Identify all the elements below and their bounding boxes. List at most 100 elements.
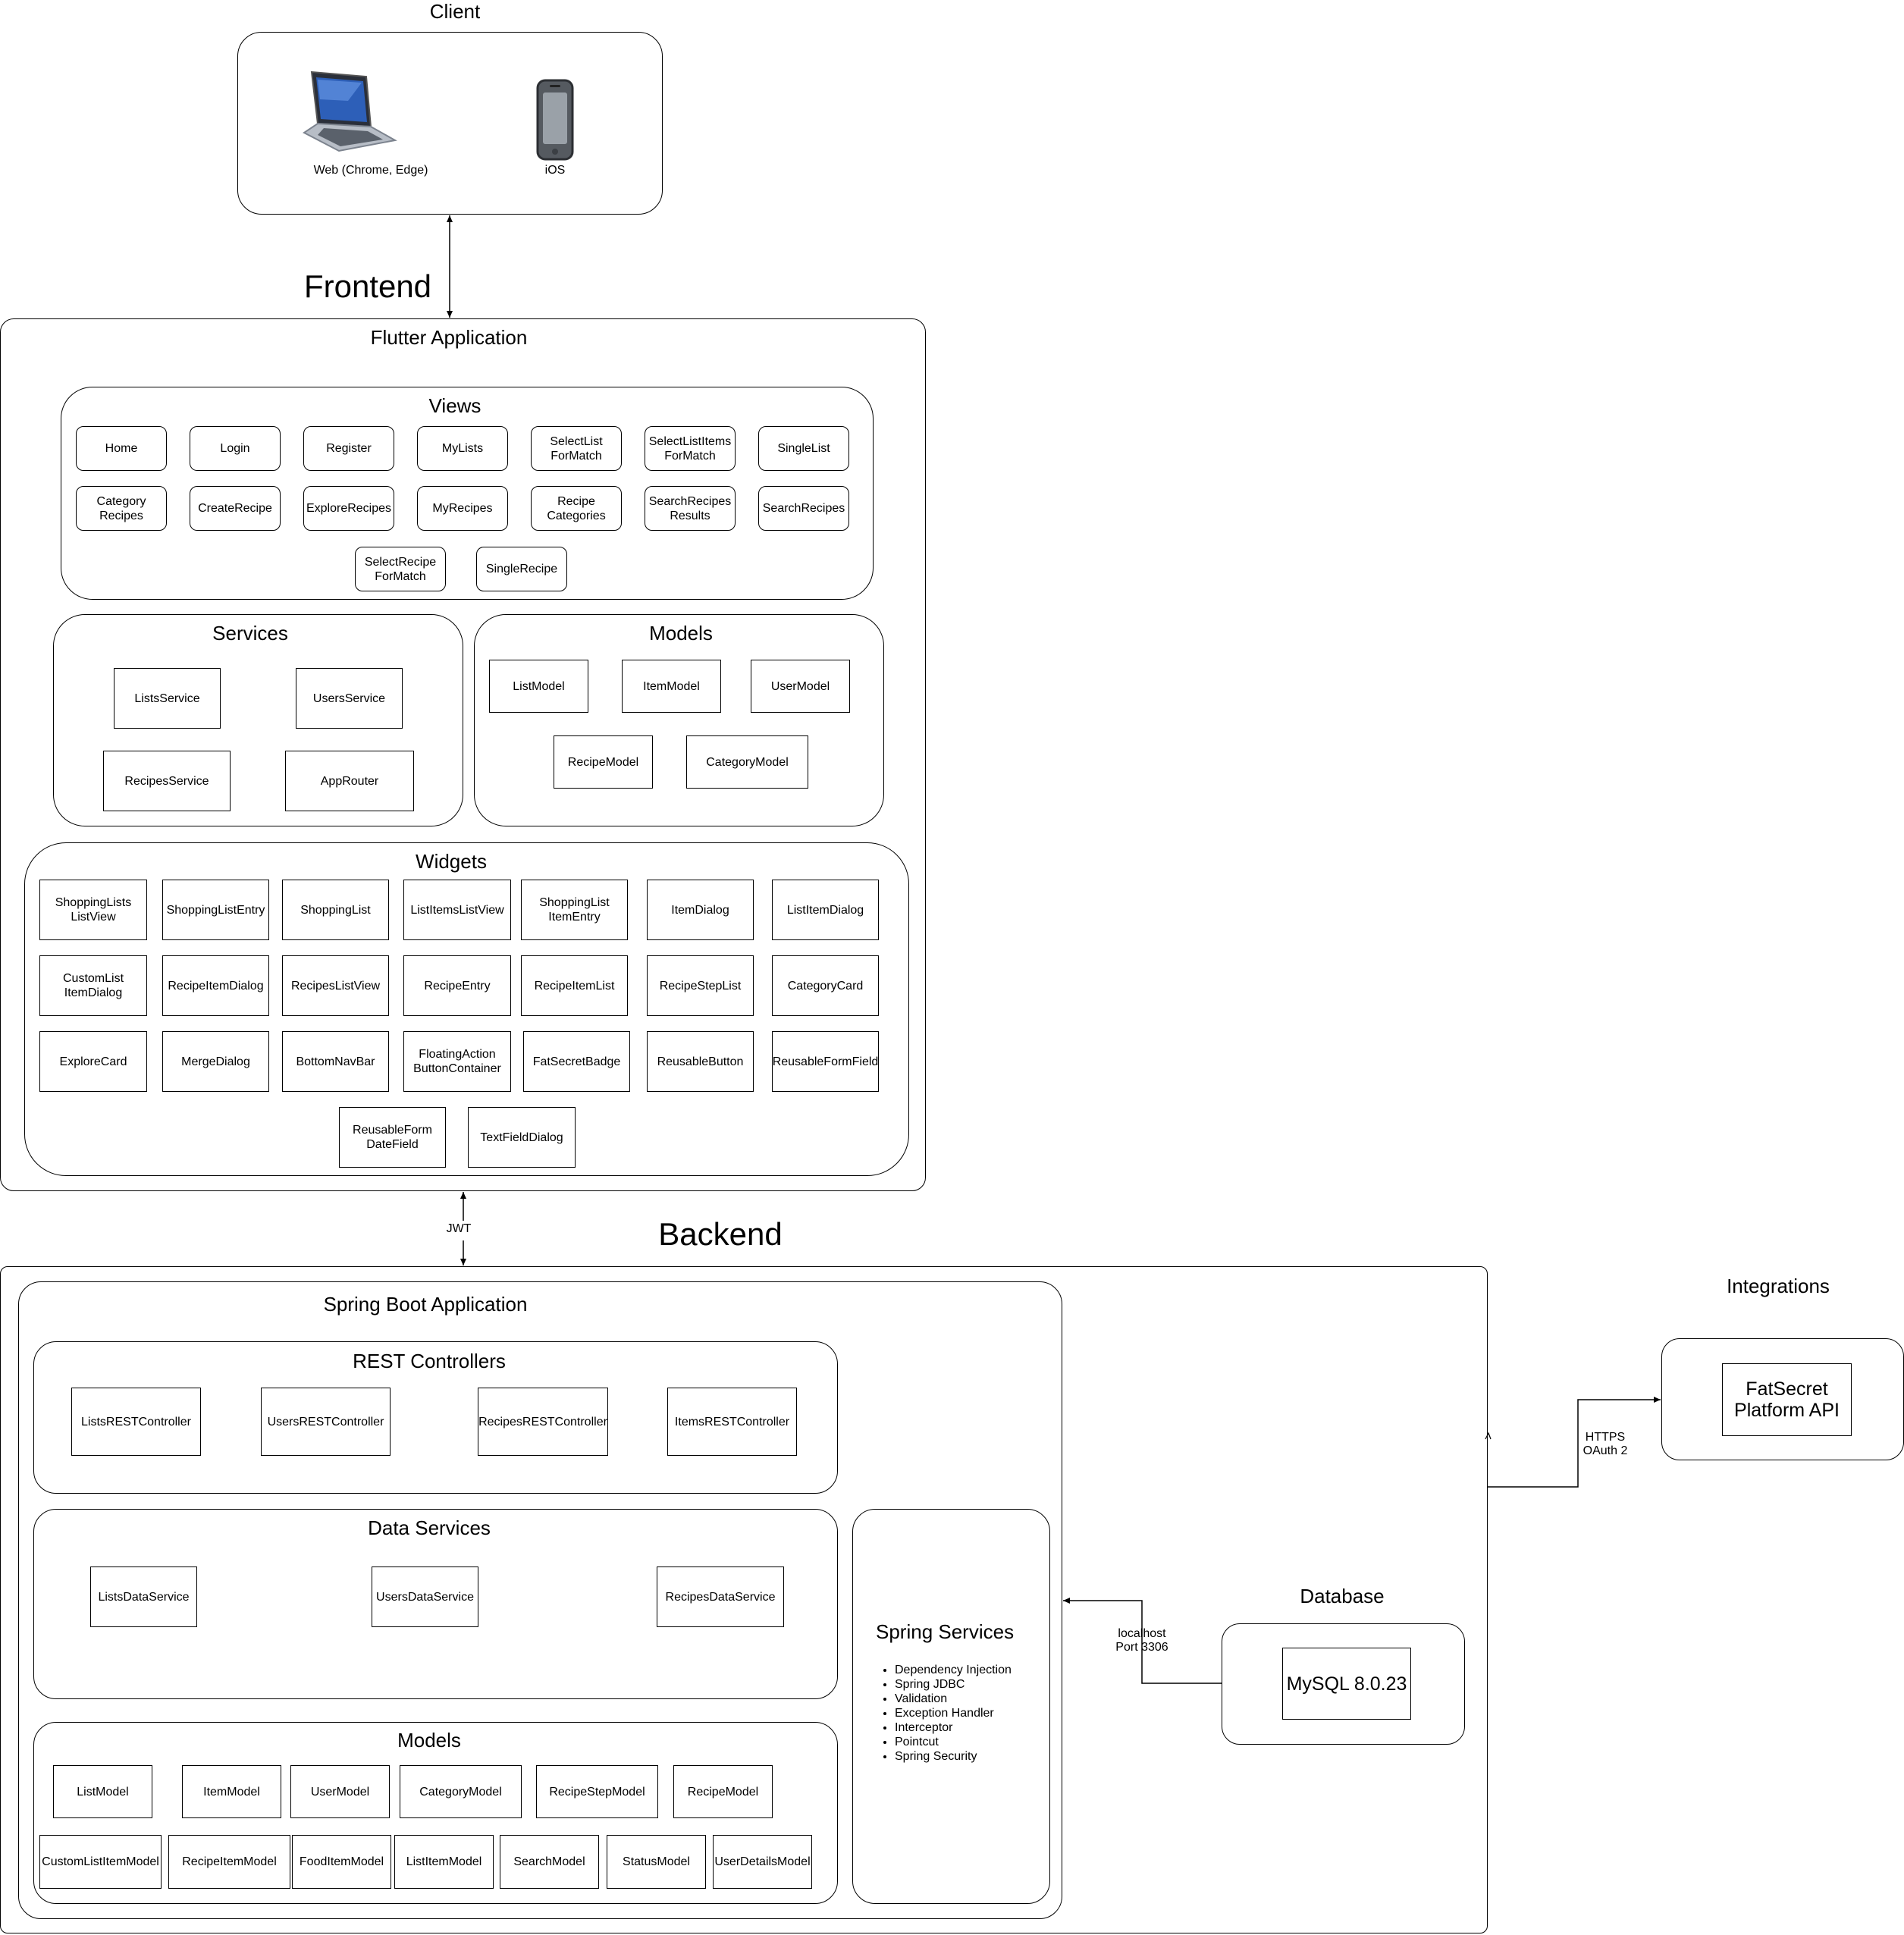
- view-searchrecipes: SearchRecipes: [758, 486, 849, 531]
- widget-shoppinglistitementry: ShoppingList ItemEntry: [521, 880, 628, 940]
- view-singlerecipe: SingleRecipe: [476, 547, 567, 591]
- be-model-customlistitemmodel: CustomListItemModel: [39, 1835, 162, 1889]
- service-usersservice: UsersService: [296, 668, 403, 729]
- view-selectlistitemsformatch: SelectListItems ForMatch: [645, 426, 736, 471]
- controller-listsrestcontroller: ListsRESTController: [71, 1388, 201, 1456]
- views-title: Views: [428, 394, 481, 417]
- client-container: Web (Chrome, Edge) iOS: [237, 32, 663, 215]
- backend-models-title: Models: [397, 1729, 461, 1752]
- device-ios-label: iOS: [544, 164, 566, 177]
- data-services-title: Data Services: [368, 1516, 491, 1539]
- spring-service-bullet: Interceptor: [895, 1720, 1046, 1735]
- data-service-usersdataservice: UsersDataService: [372, 1567, 478, 1627]
- widgets-title: Widgets: [416, 850, 487, 873]
- view-categoryrecipes: Category Recipes: [76, 486, 167, 531]
- be-model-usermodel: UserModel: [290, 1765, 390, 1818]
- phone-icon: [536, 79, 574, 161]
- widget-floatingactionbuttoncontainer: FloatingAction ButtonContainer: [403, 1031, 511, 1092]
- frontend-heading: Frontend: [303, 268, 432, 304]
- be-model-userdetailsmodel: UserDetailsModel: [713, 1835, 812, 1889]
- controller-usersrestcontroller: UsersRESTController: [261, 1388, 391, 1456]
- laptop-icon: [303, 71, 397, 152]
- be-model-listmodel: ListModel: [53, 1765, 152, 1818]
- be-model-searchmodel: SearchModel: [500, 1835, 599, 1889]
- widget-recipeentry: RecipeEntry: [403, 955, 511, 1016]
- widget-itemdialog: ItemDialog: [647, 880, 754, 940]
- be-model-fooditemmodel: FoodItemModel: [292, 1835, 391, 1889]
- spring-service-bullet: Pointcut: [895, 1735, 1046, 1749]
- view-singlelist: SingleList: [758, 426, 849, 471]
- widget-bottomnavbar: BottomNavBar: [282, 1031, 389, 1092]
- fatsecret-node: FatSecret Platform API: [1722, 1363, 1852, 1436]
- view-register: Register: [303, 426, 394, 471]
- model-categorymodel: CategoryModel: [686, 735, 808, 789]
- widget-listitemslistview: ListItemsListView: [403, 880, 511, 940]
- widget-recipeitemdialog: RecipeItemDialog: [162, 955, 269, 1016]
- widget-recipeitemlist: RecipeItemList: [521, 955, 628, 1016]
- rest-controllers-title: REST Controllers: [353, 1350, 506, 1372]
- frontend-models-container: [474, 614, 884, 826]
- controller-itemsrestcontroller: ItemsRESTController: [667, 1388, 797, 1456]
- be-model-itemmodel: ItemModel: [182, 1765, 281, 1818]
- jwt-label: JWT: [440, 1222, 478, 1236]
- spring-service-bullet: Dependency Injection: [895, 1663, 1046, 1677]
- model-recipemodel: RecipeModel: [554, 735, 653, 789]
- services-title: Services: [212, 622, 288, 644]
- widget-mergedialog: MergeDialog: [162, 1031, 269, 1092]
- widget-categorycard: CategoryCard: [772, 955, 879, 1016]
- be-model-categorymodel: CategoryModel: [400, 1765, 522, 1818]
- widget-reusableformfield: ReusableFormField: [772, 1031, 879, 1092]
- database-title: Database: [1300, 1585, 1385, 1607]
- be-model-recipemodel: RecipeModel: [673, 1765, 773, 1818]
- widget-textfielddialog: TextFieldDialog: [468, 1107, 576, 1168]
- widget-fatsecretbadge: FatSecretBadge: [523, 1031, 630, 1092]
- model-listmodel: ListModel: [489, 660, 588, 713]
- view-myrecipes: MyRecipes: [417, 486, 508, 531]
- model-itemmodel: ItemModel: [622, 660, 721, 713]
- widget-recipesteplist: RecipeStepList: [647, 955, 754, 1016]
- view-login: Login: [190, 426, 281, 471]
- service-recipesservice: RecipesService: [103, 751, 231, 811]
- view-recipecategories: Recipe Categories: [531, 486, 622, 531]
- spring-services-list: Dependency InjectionSpring JDBCValidatio…: [880, 1663, 1046, 1764]
- backend-heading: Backend: [658, 1216, 783, 1252]
- widget-reusableformdatefield: ReusableForm DateField: [339, 1107, 446, 1168]
- device-web-label: Web (Chrome, Edge): [313, 164, 428, 177]
- frontend-models-title: Models: [649, 622, 713, 644]
- view-home: Home: [76, 426, 167, 471]
- spring-services-container: [852, 1509, 1050, 1904]
- widget-shoppinglist: ShoppingList: [282, 880, 389, 940]
- spring-service-bullet: Spring JDBC: [895, 1677, 1046, 1692]
- spring-services-title: Spring Services: [876, 1620, 1015, 1643]
- view-mylists: MyLists: [417, 426, 508, 471]
- be-model-recipeitemmodel: RecipeItemModel: [168, 1835, 290, 1889]
- db-link-label: localhost Port 3306: [1104, 1627, 1180, 1654]
- widget-recipeslistview: RecipesListView: [282, 955, 389, 1016]
- spring-service-bullet: Spring Security: [895, 1749, 1046, 1764]
- view-selectlistformatch: SelectList ForMatch: [531, 426, 622, 471]
- mysql-node: MySQL 8.0.23: [1282, 1648, 1411, 1720]
- widget-shoppinglistslistview: ShoppingLists ListView: [39, 880, 147, 940]
- integration-link-label: HTTPS OAuth 2: [1567, 1431, 1643, 1458]
- model-usermodel: UserModel: [751, 660, 850, 713]
- controller-recipesrestcontroller: RecipesRESTController: [478, 1388, 608, 1456]
- flutter-app-title: Flutter Application: [370, 326, 528, 349]
- widget-explorecard: ExploreCard: [39, 1031, 147, 1092]
- widget-listitemdialog: ListItemDialog: [772, 880, 879, 940]
- view-createrecipe: CreateRecipe: [190, 486, 281, 531]
- be-model-listitemmodel: ListItemModel: [394, 1835, 494, 1889]
- service-listsservice: ListsService: [114, 668, 221, 729]
- widget-reusablebutton: ReusableButton: [647, 1031, 754, 1092]
- view-selectrecipeformatch: SelectRecipe ForMatch: [355, 547, 446, 591]
- spring-service-bullet: Validation: [895, 1692, 1046, 1706]
- client-title: Client: [429, 0, 481, 23]
- service-approuter: AppRouter: [285, 751, 414, 811]
- widget-customlistitemdialog: CustomList ItemDialog: [39, 955, 147, 1016]
- view-searchrecipesresults: SearchRecipes Results: [645, 486, 736, 531]
- integrations-title: Integrations: [1727, 1275, 1830, 1297]
- data-service-recipesdataservice: RecipesDataService: [657, 1567, 784, 1627]
- be-model-statusmodel: StatusModel: [607, 1835, 706, 1889]
- spring-service-bullet: Exception Handler: [895, 1706, 1046, 1720]
- widget-shoppinglistentry: ShoppingListEntry: [162, 880, 269, 940]
- view-explorerecipes: ExploreRecipes: [303, 486, 394, 531]
